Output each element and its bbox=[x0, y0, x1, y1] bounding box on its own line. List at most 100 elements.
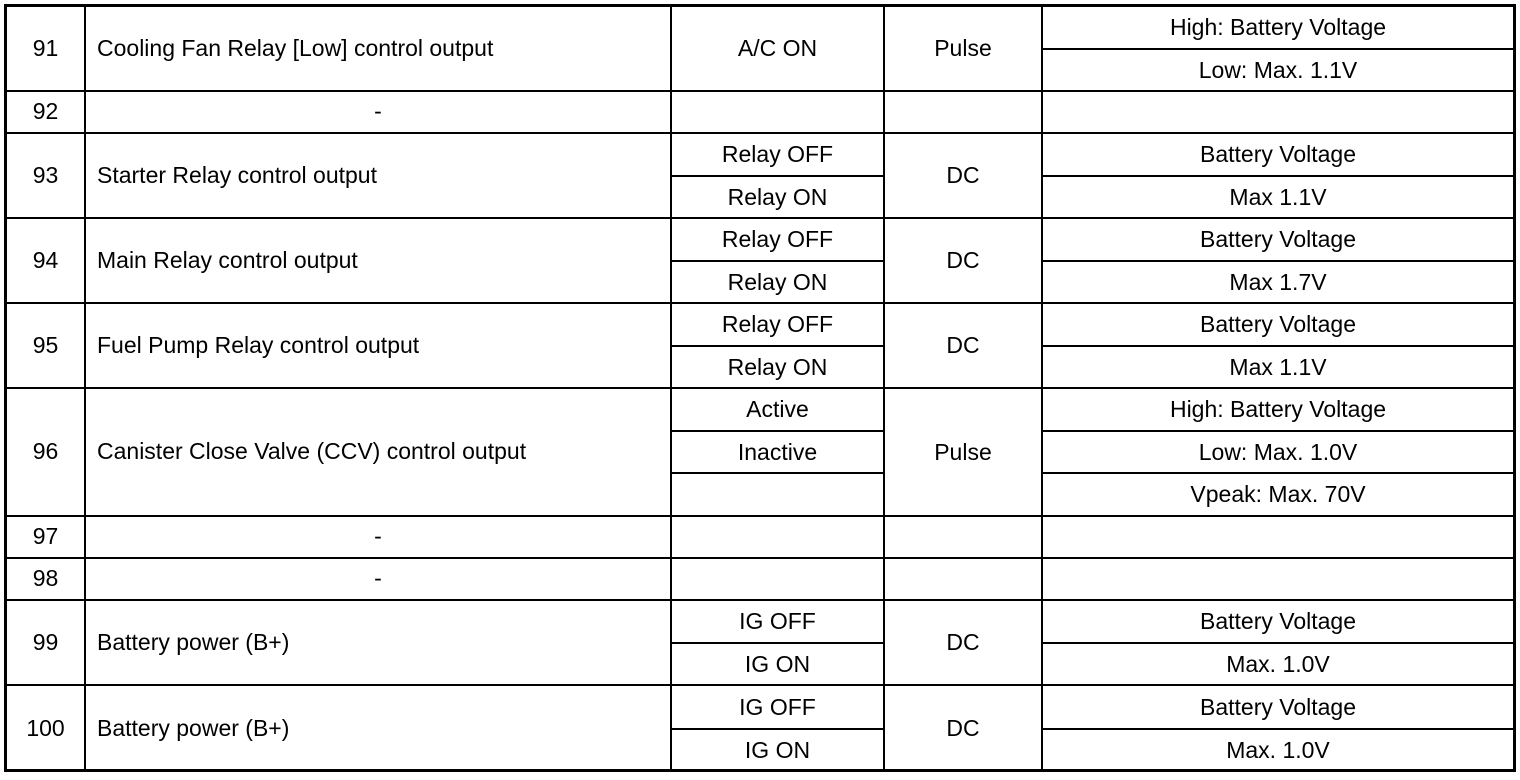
condition-subcell: IG OFF bbox=[672, 601, 883, 644]
signal-type-value: Pulse bbox=[934, 35, 992, 61]
value-subcell bbox=[1043, 559, 1513, 599]
value-cell bbox=[1043, 517, 1513, 557]
description-text: - bbox=[374, 523, 382, 550]
condition-cell bbox=[672, 92, 885, 132]
value-subcell: Battery Voltage bbox=[1043, 304, 1513, 347]
signal-type-cell: Pulse bbox=[885, 389, 1043, 515]
value-subcell: Battery Voltage bbox=[1043, 601, 1513, 644]
condition-stack: IG OFF IG ON bbox=[672, 601, 883, 684]
pin-number: 96 bbox=[32, 438, 59, 465]
pin-number-cell: 95 bbox=[7, 304, 86, 387]
pin-number: 97 bbox=[32, 523, 59, 550]
condition-stack: IG OFF IG ON bbox=[672, 686, 883, 771]
condition-cell bbox=[672, 559, 885, 599]
signal-type-value: DC bbox=[946, 629, 980, 655]
description-text: Starter Relay control output bbox=[97, 161, 377, 188]
condition-stack: Relay OFF Relay ON bbox=[672, 219, 883, 302]
table-row: 98- bbox=[7, 559, 1513, 601]
signal-type-cell: DC bbox=[885, 134, 1043, 217]
value-subcell bbox=[1043, 517, 1513, 557]
value-subcell: Max 1.7V bbox=[1229, 268, 1327, 295]
description-cell: - bbox=[86, 517, 672, 557]
pin-number-cell: 91 bbox=[7, 7, 86, 90]
condition-subcell: Relay OFF bbox=[672, 134, 883, 177]
description-text: Battery power (B+) bbox=[97, 628, 290, 655]
value-subcell: Max. 1.0V bbox=[1226, 737, 1330, 764]
signal-type-value bbox=[885, 559, 1041, 599]
condition-cell: Relay OFF Relay ON bbox=[672, 304, 885, 387]
description-text: Cooling Fan Relay [Low] control output bbox=[97, 34, 494, 61]
value-subcell: Battery Voltage bbox=[1043, 686, 1513, 730]
signal-type-cell: Pulse bbox=[885, 7, 1043, 90]
pin-number-cell: 96 bbox=[7, 389, 86, 515]
condition-cell: IG OFF IG ON bbox=[672, 686, 885, 771]
value-stack bbox=[1043, 92, 1513, 132]
signal-type-value: DC bbox=[946, 162, 980, 188]
condition-subcell: Relay ON bbox=[727, 353, 828, 380]
description-text: - bbox=[374, 565, 382, 592]
pin-number: 94 bbox=[32, 246, 59, 273]
value-subcell: Max 1.1V bbox=[1229, 183, 1327, 210]
value-subcell: Max. 1.0V bbox=[1226, 650, 1330, 677]
condition-subcell: Relay ON bbox=[727, 268, 828, 295]
description-cell: Battery power (B+) bbox=[86, 686, 672, 771]
description-cell: Main Relay control output bbox=[86, 219, 672, 302]
value-subcell: Max 1.1V bbox=[1229, 353, 1327, 380]
condition-value bbox=[672, 559, 883, 599]
pin-number: 93 bbox=[32, 161, 59, 188]
condition-value bbox=[672, 517, 883, 557]
value-subcell: Vpeak: Max. 70V bbox=[1190, 481, 1366, 508]
description-cell: Canister Close Valve (CCV) control outpu… bbox=[86, 389, 672, 515]
signal-type-cell bbox=[885, 92, 1043, 132]
signal-type-cell: DC bbox=[885, 219, 1043, 302]
condition-cell: Relay OFF Relay ON bbox=[672, 134, 885, 217]
condition-subcell: IG ON bbox=[744, 650, 811, 677]
pin-number-cell: 100 bbox=[7, 686, 86, 771]
condition-subcell bbox=[672, 474, 883, 515]
value-subcell: Battery Voltage bbox=[1043, 134, 1513, 177]
condition-subcell: Relay OFF bbox=[672, 219, 883, 262]
condition-cell: IG OFF IG ON bbox=[672, 601, 885, 684]
condition-cell bbox=[672, 517, 885, 557]
condition-value: A/C ON bbox=[737, 35, 818, 61]
pin-number-cell: 93 bbox=[7, 134, 86, 217]
table-row: 97 - bbox=[7, 517, 1513, 559]
description-cell: Fuel Pump Relay control output bbox=[86, 304, 672, 387]
condition-subcell: Relay OFF bbox=[672, 304, 883, 347]
condition-subcell: Relay ON bbox=[727, 183, 828, 210]
signal-type-cell: DC bbox=[885, 686, 1043, 771]
value-cell bbox=[1043, 92, 1513, 132]
condition-subcell: Inactive bbox=[672, 432, 883, 475]
description-text: Main Relay control output bbox=[97, 246, 358, 273]
pin-number: 99 bbox=[32, 628, 59, 655]
condition-subcell: IG OFF bbox=[672, 686, 883, 730]
description-cell: Battery power (B+) bbox=[86, 601, 672, 684]
pin-number: 100 bbox=[26, 714, 65, 741]
signal-type-value: DC bbox=[946, 715, 980, 741]
description-text: Battery power (B+) bbox=[97, 714, 290, 741]
condition-value bbox=[672, 92, 883, 132]
pin-assignment-table: 91 Cooling Fan Relay [Low] control output… bbox=[4, 4, 1516, 772]
value-cell bbox=[1043, 559, 1513, 599]
signal-type-value: Pulse bbox=[934, 438, 992, 465]
condition-subcell: Active bbox=[672, 389, 883, 432]
pin-number-cell: 97 bbox=[7, 517, 86, 557]
description-cell: Cooling Fan Relay [Low] control output bbox=[86, 7, 672, 90]
condition-stack: Relay OFF Relay ON bbox=[672, 134, 883, 217]
pin-number-cell: 94 bbox=[7, 219, 86, 302]
value-subcell: High: Battery Voltage bbox=[1043, 7, 1513, 50]
condition-subcell: IG ON bbox=[744, 737, 811, 764]
signal-type-value bbox=[885, 92, 1041, 132]
